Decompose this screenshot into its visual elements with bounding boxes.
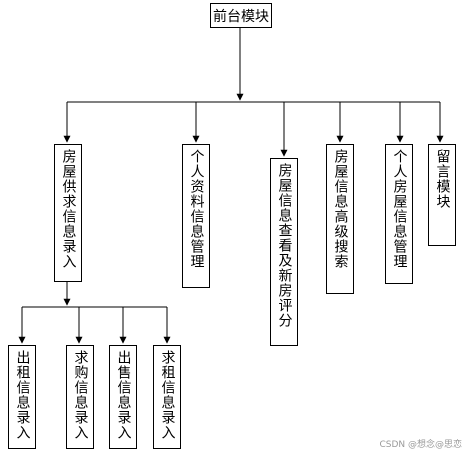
module-label: 房屋信息查看及新房评分: [276, 163, 293, 328]
submodule-node-3: 出售信息录入: [109, 345, 137, 449]
module-label: 房屋供求信息录入: [60, 149, 77, 269]
submodule-node-1: 出租信息录入: [8, 345, 36, 449]
submodule-label: 出租信息录入: [14, 350, 31, 440]
module-label: 留言模块: [434, 149, 451, 209]
submodule-node-2: 求购信息录入: [66, 345, 94, 449]
module-node-5: 个人房屋信息管理: [385, 144, 413, 284]
module-node-4: 房屋信息高级搜索: [326, 144, 354, 294]
module-node-3: 房屋信息查看及新房评分: [270, 158, 298, 346]
submodule-label: 求租信息录入: [159, 350, 176, 440]
submodule-node-4: 求租信息录入: [153, 345, 181, 449]
module-label: 房屋信息高级搜索: [332, 149, 349, 269]
module-label: 个人资料信息管理: [188, 149, 205, 269]
root-node: 前台模块: [210, 3, 272, 28]
submodule-label: 出售信息录入: [115, 350, 132, 440]
watermark: CSDN @想念@思恋: [379, 440, 462, 450]
module-label: 个人房屋信息管理: [391, 149, 408, 269]
module-node-2: 个人资料信息管理: [182, 144, 210, 288]
submodule-label: 求购信息录入: [72, 350, 89, 440]
module-node-6: 留言模块: [428, 144, 456, 246]
module-node-1: 房屋供求信息录入: [54, 144, 82, 282]
root-label: 前台模块: [213, 8, 269, 25]
